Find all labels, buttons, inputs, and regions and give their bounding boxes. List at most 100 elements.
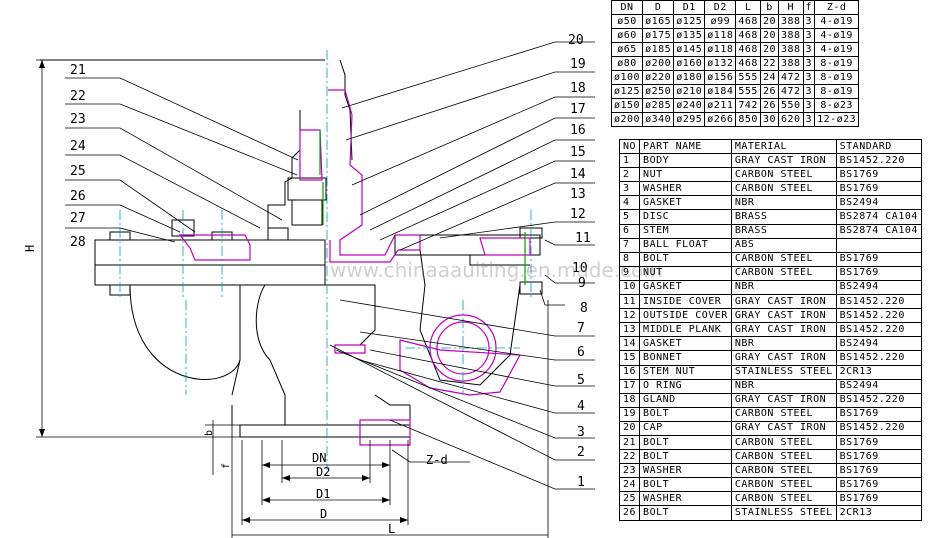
table-cell: WASHER [639,463,732,479]
table-cell: 1 [618,153,641,169]
table-cell: BS2494 [835,195,922,211]
table-cell: BS1769 [835,491,922,507]
table-cell: GRAY CAST IRON [730,153,837,169]
table-cell: ø156 [704,70,737,85]
table-cell: BOLT [639,434,732,451]
table-cell: STEM NUT [639,364,732,380]
table-cell: BS1769 [835,477,922,493]
header-cell: D [642,0,675,15]
table-cell [835,237,922,253]
table-cell: GRAY CAST IRON [730,420,837,436]
table-cell: STAINLESS STEEL [730,505,837,521]
callout-6: 6 [577,345,585,360]
callout-26: 26 [70,189,86,204]
table-cell: GASKET [639,336,732,352]
table-cell: 3 [618,181,641,197]
table-cell: BS1452.220 [835,153,922,169]
table-cell: BS2494 [835,279,922,296]
table-cell: 4-ø19 [814,14,860,29]
table-cell: 7 [618,237,641,253]
header-cell: MATERIAL [730,138,837,155]
table-cell: BS1452.220 [835,350,922,366]
table-cell: ø60 [610,28,644,43]
callout-21: 21 [70,63,86,78]
table-cell: 742 [735,98,761,113]
table-cell: CAP [639,420,732,436]
table-cell: 620 [777,112,804,127]
table-cell: BS1452.220 [835,322,922,338]
header-cell: Z-d [814,0,860,15]
dim-f-label: f [221,463,232,469]
table-cell: CARBON STEEL [730,434,837,451]
table-cell: BRASS [730,209,837,225]
leader-lines [65,41,595,490]
table-cell: 18 [618,392,641,408]
callout-7: 7 [577,321,585,336]
table-cell: GLAND [639,392,732,408]
table-cell: ø340 [642,112,675,127]
table-cell: BOLT [639,505,732,521]
table-cell: NBR [730,378,837,394]
table-cell: GRAY CAST IRON [730,392,837,408]
table-cell: BS1769 [835,167,922,183]
table-cell: BOLT [639,406,732,422]
table-cell: 3 [802,112,816,127]
table-cell: 3 [802,14,816,29]
table-cell: ø100 [610,70,644,85]
table-cell: 5 [618,209,641,225]
table-cell: 26 [618,505,641,521]
table-cell: 20 [759,42,779,57]
table-cell: NBR [730,279,837,296]
table-cell: BODY [639,153,732,169]
watermark: www.chinaaaulting.en.made.com [330,258,663,282]
table-cell: CARBON STEEL [730,491,837,507]
table-cell: 20 [759,14,779,29]
table-cell: ø184 [704,84,737,99]
callout-8: 8 [580,301,588,316]
callout-14: 14 [570,167,586,182]
table-cell: NBR [730,336,837,352]
table-cell: ø65 [610,42,644,57]
table-cell: ø135 [673,28,706,43]
callout-20: 20 [568,33,584,48]
table-cell: BS2494 [835,336,922,352]
table-cell: BS2874 CA104 [835,223,922,239]
table-cell: 22 [618,449,641,465]
table-cell: 6 [618,223,641,239]
table-cell: ø200 [642,56,675,71]
table-cell: BOLT [639,449,732,465]
table-cell: ø175 [642,28,675,43]
table-cell: 388 [777,56,804,71]
callout-17: 17 [570,102,586,117]
table-cell: 4-ø19 [814,42,860,57]
table-cell: BS1769 [835,434,922,451]
table-cell: 2 [618,167,641,183]
table-cell: ø80 [610,56,644,71]
table-cell: 12 [618,308,641,324]
table-cell: 850 [735,112,761,127]
table-cell: ø165 [642,14,675,29]
table-cell: ø266 [704,112,737,127]
table-cell: GRAY CAST IRON [730,308,837,324]
table-cell: 22 [759,56,779,71]
table-cell: BS1769 [835,265,922,281]
header-cell: NO [618,138,641,155]
table-cell: ø125 [610,84,644,99]
table-cell: 17 [618,378,641,394]
table-cell: ABS [730,237,837,253]
table-cell: CARBON STEEL [730,477,837,493]
dim-l-label: L [388,522,395,536]
header-cell: PART NAME [639,138,732,155]
